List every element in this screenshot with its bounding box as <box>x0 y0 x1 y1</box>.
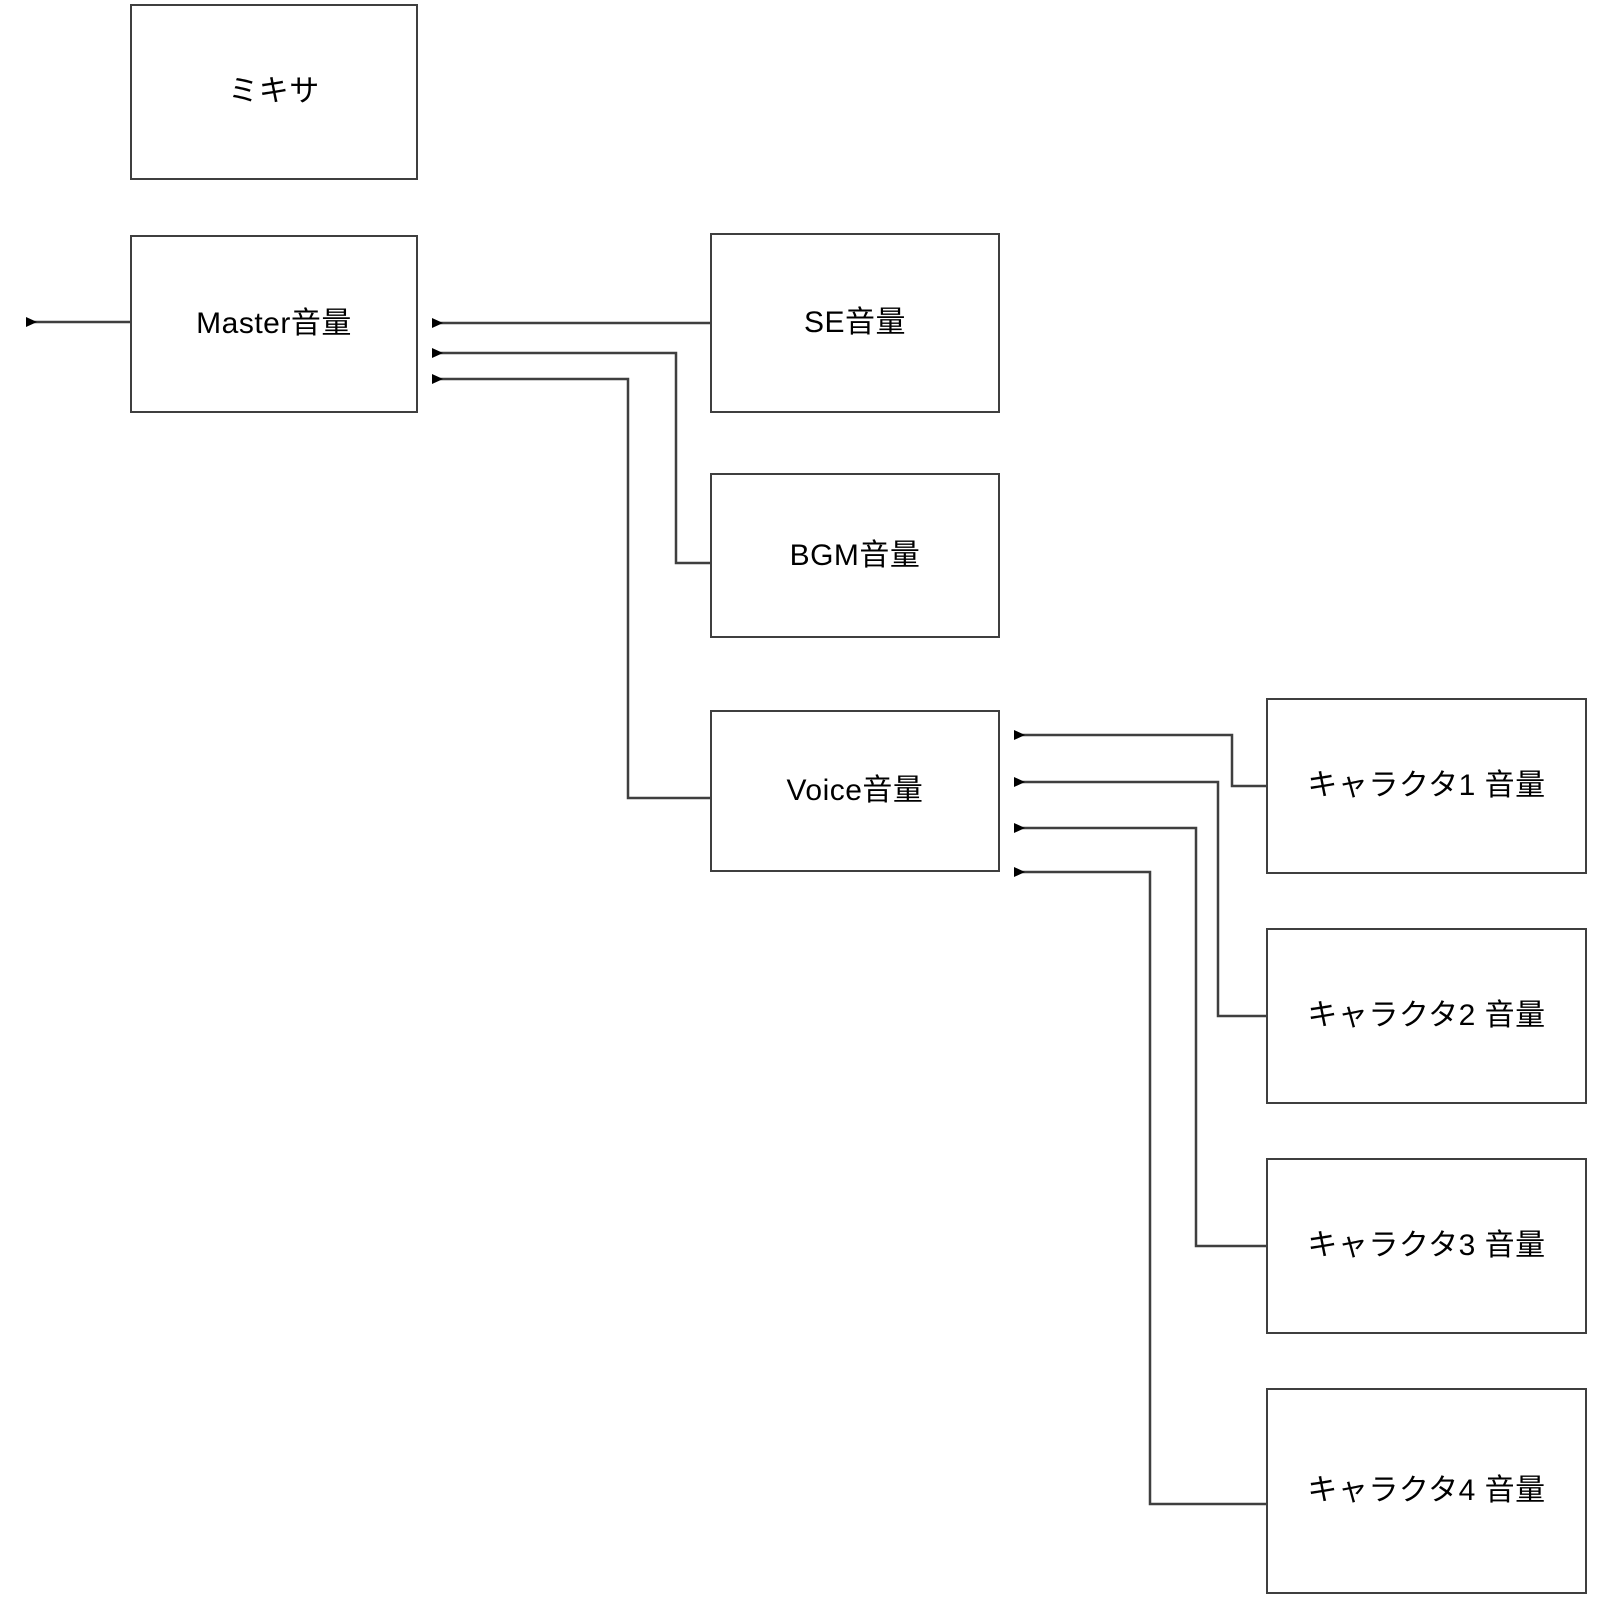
node-character4-volume-label: キャラクタ4 音量 <box>1307 1474 1546 1507</box>
node-character3-volume-label: キャラクタ3 音量 <box>1307 1229 1546 1262</box>
node-character2-volume[interactable]: キャラクタ2 音量 <box>1266 928 1587 1104</box>
node-voice-volume[interactable]: Voice音量 <box>710 710 1000 872</box>
node-mixer-label: ミキサ <box>228 75 320 108</box>
node-mixer[interactable]: ミキサ <box>130 4 418 180</box>
edge-bgm-master <box>432 348 710 565</box>
node-master-volume[interactable]: Master音量 <box>130 235 418 413</box>
edge-char4-voice <box>1014 867 1266 1506</box>
edge-char3-voice <box>1014 823 1266 1248</box>
node-se-volume-label: SE音量 <box>803 306 907 339</box>
node-se-volume[interactable]: SE音量 <box>710 233 1000 413</box>
node-character2-volume-label: キャラクタ2 音量 <box>1307 999 1546 1032</box>
node-voice-volume-label: Voice音量 <box>786 774 924 807</box>
edge-char1-voice <box>1014 730 1266 788</box>
node-master-volume-label: Master音量 <box>196 307 352 340</box>
node-bgm-volume[interactable]: BGM音量 <box>710 473 1000 638</box>
node-bgm-volume-label: BGM音量 <box>789 538 921 572</box>
edge-char2-voice <box>1014 777 1266 1018</box>
edge-voice-master <box>432 374 710 800</box>
node-character3-volume[interactable]: キャラクタ3 音量 <box>1266 1158 1587 1334</box>
node-character4-volume[interactable]: キャラクタ4 音量 <box>1266 1388 1587 1594</box>
node-character1-volume[interactable]: キャラクタ1 音量 <box>1266 698 1587 874</box>
node-character1-volume-label: キャラクタ1 音量 <box>1307 769 1546 802</box>
